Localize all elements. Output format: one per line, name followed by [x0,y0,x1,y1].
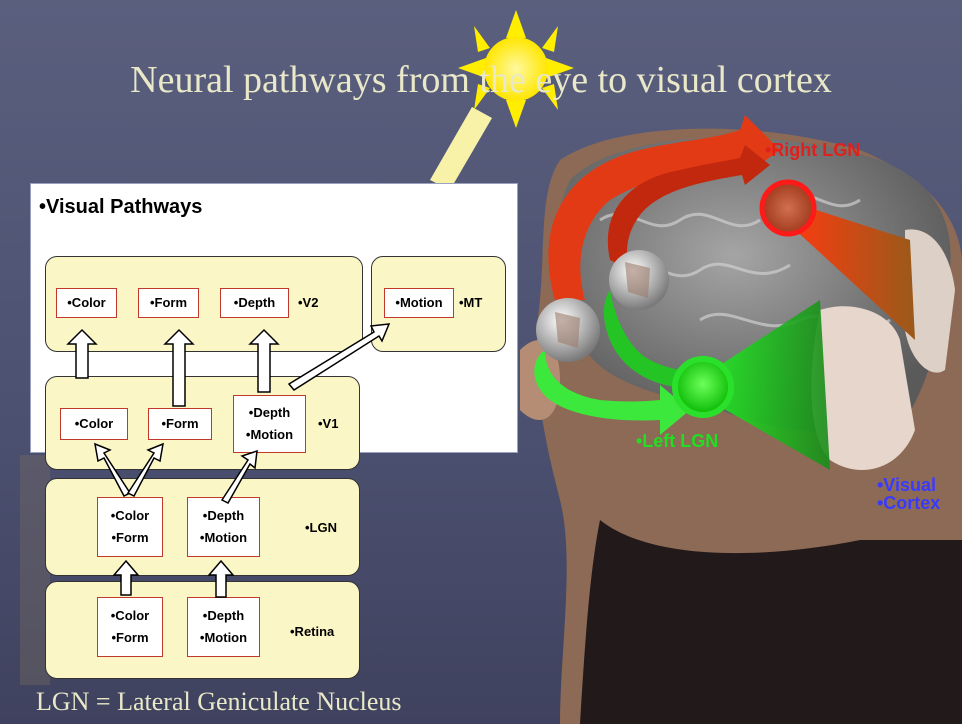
v1-color-cell: •Color [60,408,128,440]
cortex-label: •Cortex [877,493,941,513]
retina-depth-motion-cell: •Depth•Motion [187,597,260,657]
sun-icon [458,10,574,128]
red-beam [785,200,915,340]
left-lgn-label: •Left LGN [636,431,719,451]
v2-form-cell: •Form [138,288,199,318]
visual-label: •Visual [877,475,937,495]
retina-color-form-cell: •Color•Form [97,597,163,657]
left-lgn-nucleus [672,356,734,418]
right-lgn-nucleus [759,179,817,237]
v2-color-cell: •Color [56,288,117,318]
v1-label: •V1 [318,416,339,431]
lgn-color-form-cell: •Color•Form [97,497,163,557]
lgn-depth-motion-cell: •Depth•Motion [187,497,260,557]
right-lgn-label: •Right LGN [765,140,861,160]
mt-label: •MT [459,295,483,310]
lgn-label: •LGN [305,520,337,535]
green-beam [705,300,830,470]
v2-depth-cell: •Depth [220,288,289,318]
visual-cortex-image [811,306,915,470]
mt-motion-cell: •Motion [384,288,454,318]
footer-note: LGN = Lateral Geniculate Nucleus [36,687,402,716]
v1-depth-motion-cell: •Depth•Motion [233,395,306,453]
panel-title: •Visual Pathways [39,196,203,218]
retina-label: •Retina [290,624,335,639]
v2-label: •V2 [298,295,319,310]
slide-title: Neural pathways from the eye to visual c… [130,59,832,101]
v1-form-cell: •Form [148,408,212,440]
green-pathway [534,350,690,435]
light-beam [430,107,492,190]
red-pathway [548,115,780,300]
